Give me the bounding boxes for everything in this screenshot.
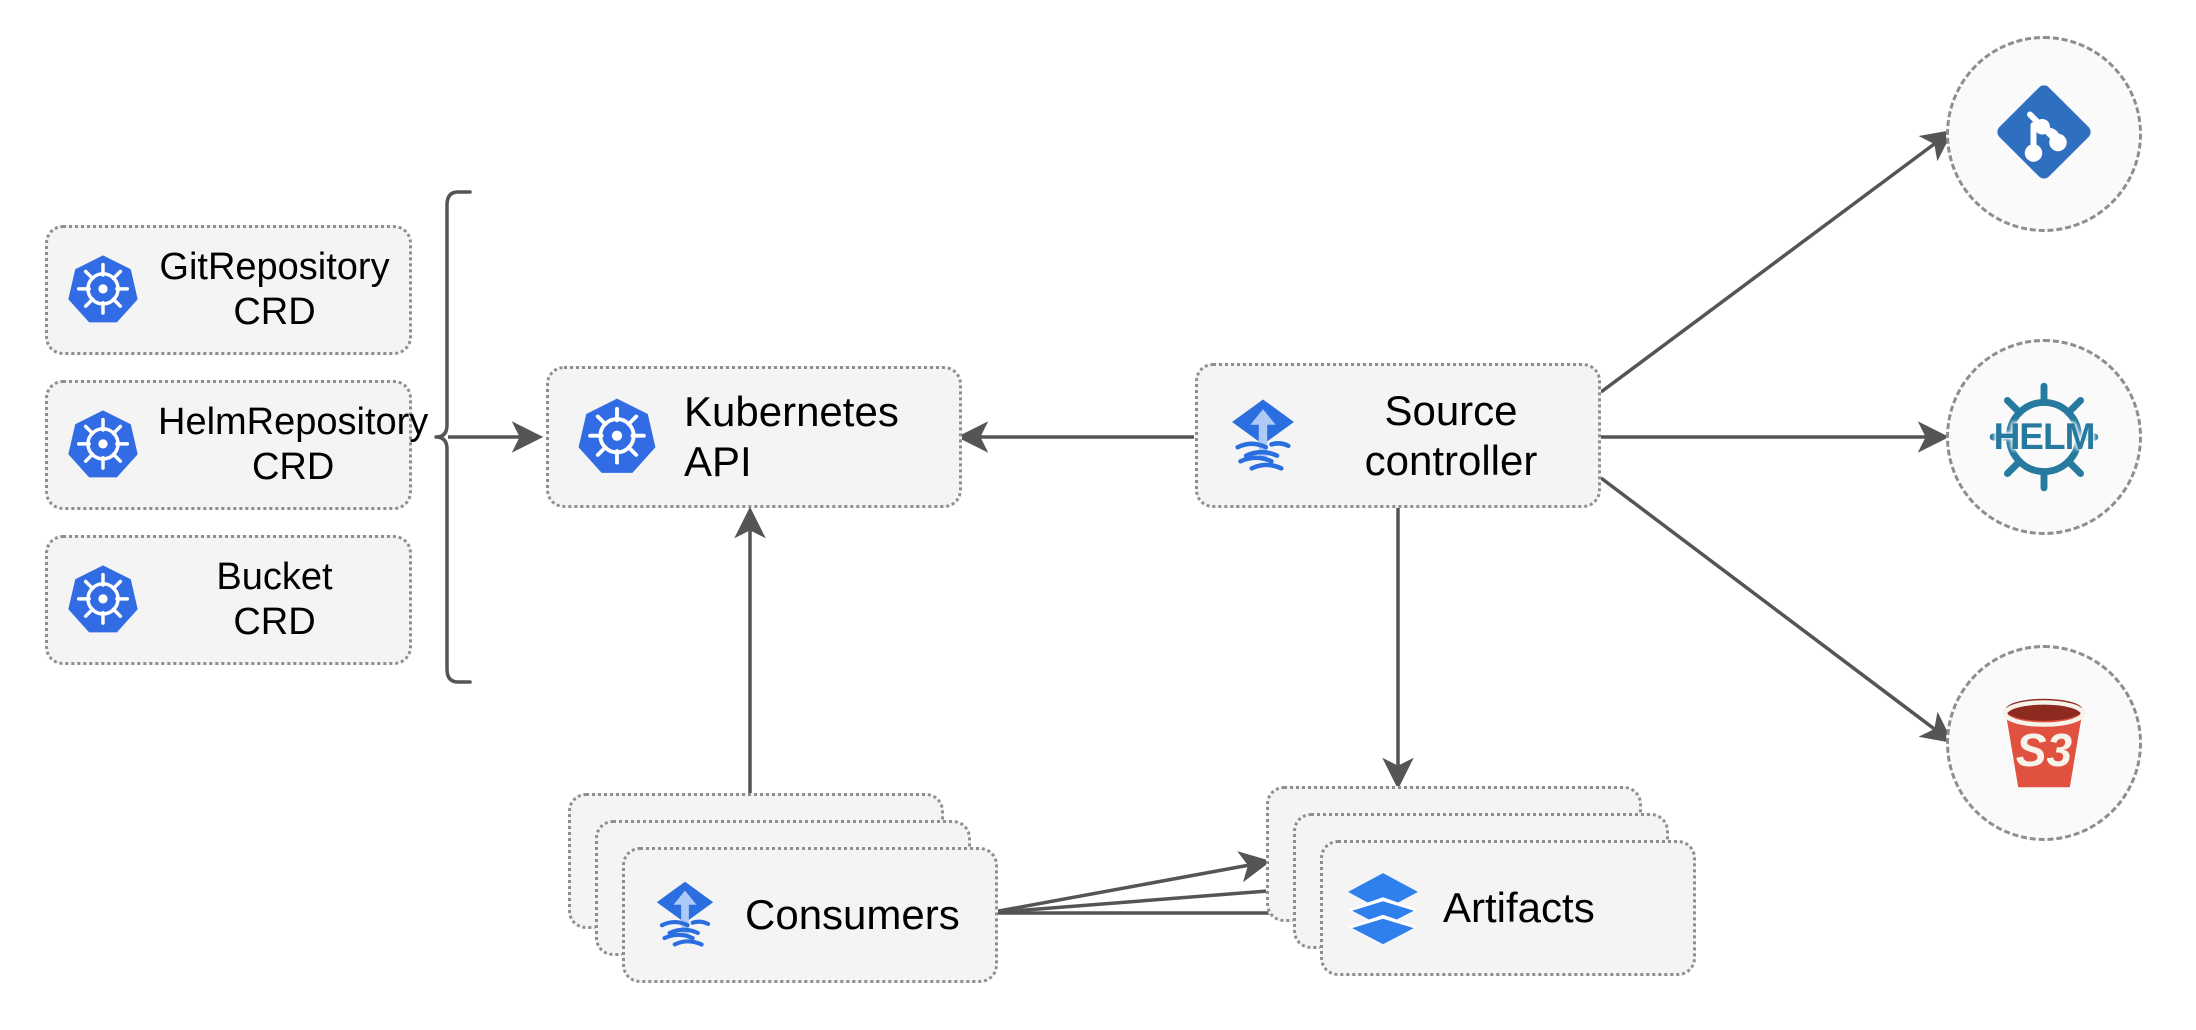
kubernetes-icon <box>549 396 684 478</box>
node-consumers[interactable]: Consumers <box>568 793 998 983</box>
node-label: Consumers <box>745 891 960 938</box>
node-helmrepository-crd[interactable]: HelmRepository CRD <box>45 380 428 510</box>
kubernetes-icon <box>48 253 158 327</box>
consumers-card-front[interactable]: Consumers <box>622 847 998 983</box>
node-git-source[interactable] <box>1946 36 2142 232</box>
artifacts-card-front[interactable]: Artifacts <box>1320 840 1696 976</box>
helm-wordmark: HELM <box>1993 416 2096 457</box>
s3-wordmark: S3 <box>2015 724 2073 776</box>
node-source-controller[interactable]: Source controller <box>1195 363 1601 508</box>
flux-source-controller-icon <box>1198 391 1328 481</box>
node-label: HelmRepository CRD <box>158 401 429 488</box>
node-label: Source controller <box>1364 386 1538 484</box>
node-label: Kubernetes API <box>684 388 899 485</box>
edge-source-controller-to-s3 <box>1599 476 1954 744</box>
layers-icon <box>1323 865 1443 951</box>
kubernetes-icon <box>48 563 158 637</box>
node-bucket-crd[interactable]: Bucket CRD <box>45 535 412 665</box>
s3-icon: S3 <box>1985 684 2103 802</box>
edge-source-controller-to-git <box>1599 129 1954 394</box>
node-helm-source[interactable]: HELM <box>1946 339 2142 535</box>
node-label: Bucket CRD <box>216 556 333 643</box>
node-artifacts[interactable]: Artifacts <box>1266 786 1696 976</box>
kubernetes-icon <box>48 408 158 482</box>
node-label: GitRepository CRD <box>159 246 390 333</box>
edge-consumers-to-artifacts-middle <box>987 875 1299 915</box>
git-icon <box>1988 76 2100 193</box>
node-gitrepository-crd[interactable]: GitRepository CRD <box>45 225 412 355</box>
node-label: Artifacts <box>1443 884 1595 931</box>
flux-source-controller-icon <box>625 874 745 956</box>
node-kubernetes-api[interactable]: Kubernetes API <box>546 366 962 508</box>
node-s3-source[interactable]: S3 <box>1946 645 2142 841</box>
edge-consumers-to-artifacts-top <box>987 851 1272 915</box>
helm-icon: HELM <box>1979 372 2109 502</box>
